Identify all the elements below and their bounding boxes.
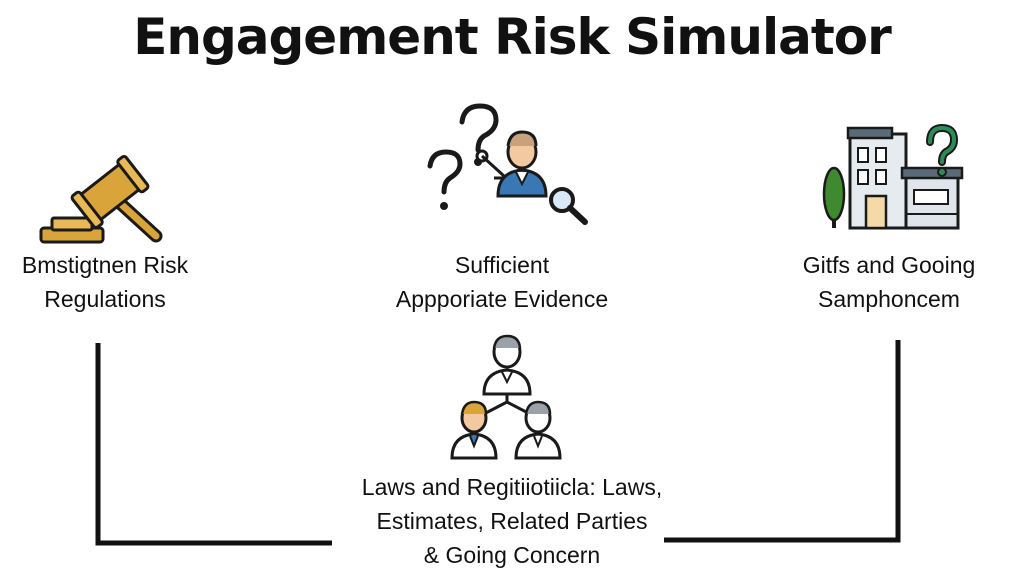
right-node-line1: Gitfs and Gooing: [802, 252, 976, 278]
right-node-label: Gitfs and Gooing Samphoncem: [776, 248, 1002, 316]
bottom-node-line1: Laws and Regitiiotiicla: Laws,: [361, 474, 663, 500]
building-question-icon: [822, 123, 964, 230]
left-connector-line: [95, 343, 332, 546]
left-node-label: Bmstigtnen Risk Regulations: [0, 248, 210, 316]
bottom-node-line3: & Going Concern: [423, 542, 601, 568]
diagram-title: Engagement Risk Simulator: [133, 8, 892, 66]
left-node-line1: Bmstigtnen Risk: [21, 252, 189, 278]
team-hierarchy-icon: [450, 334, 562, 460]
center-node-line1: Sufficient: [454, 252, 550, 278]
bottom-node-label: Laws and Regitiiotiicla: Laws, Estimates…: [302, 470, 722, 572]
center-node-label: Sufficient Appporiate Evidence: [362, 248, 642, 316]
left-node-line2: Regulations: [44, 286, 166, 312]
person-question-magnifier-icon: [427, 103, 588, 225]
right-node-line2: Samphoncem: [818, 286, 960, 312]
bottom-node-line2: Estimates, Related Parties: [376, 508, 648, 534]
gavel-icon: [39, 155, 163, 244]
right-connector-line: [664, 340, 901, 543]
center-node-line2: Appporiate Evidence: [395, 286, 609, 312]
